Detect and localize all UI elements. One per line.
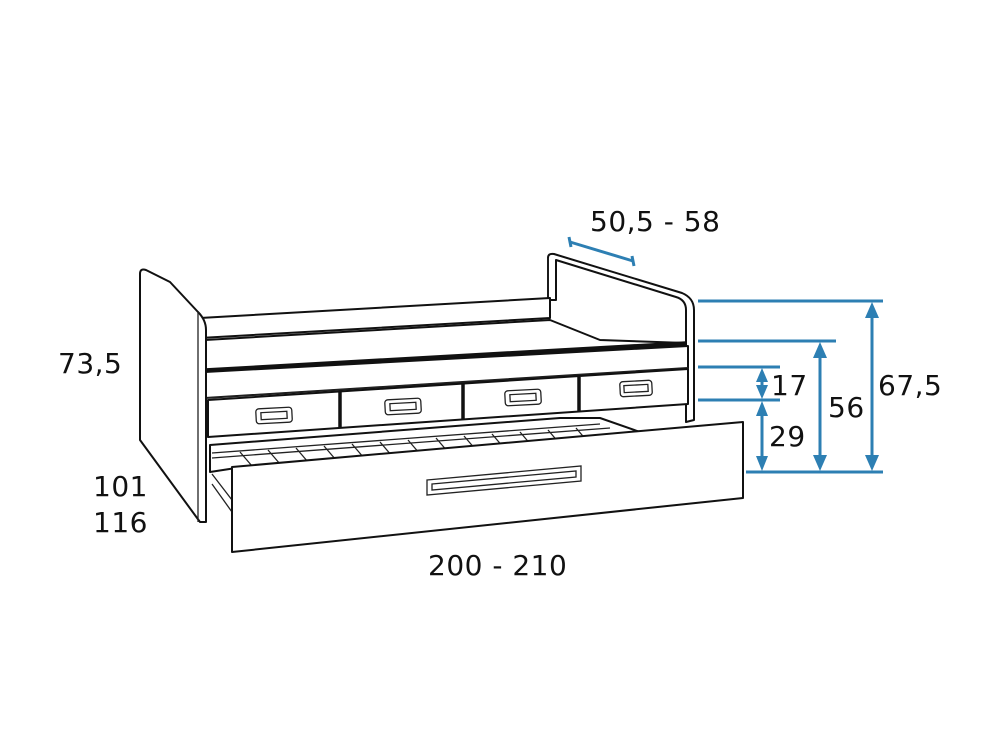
- drawer-row: [207, 368, 689, 438]
- drawer-handle-3: [504, 388, 542, 407]
- depth-label: 50,5 - 58: [590, 205, 721, 238]
- right-headboard: [547, 252, 695, 423]
- side-height-label: 73,5: [58, 347, 123, 380]
- drawer-handle-2: [384, 397, 422, 416]
- drawer-handle-1: [255, 406, 293, 425]
- width-a-label: 101: [93, 470, 148, 503]
- trundle-front: [231, 421, 744, 553]
- trundle-height-label: 29: [769, 420, 806, 453]
- trundle-handle: [426, 465, 582, 496]
- width-b-label: 116: [93, 506, 148, 539]
- left-footboard: [139, 268, 207, 523]
- length-label: 200 - 210: [428, 549, 568, 582]
- bed-height-label: 56: [828, 391, 865, 424]
- drawer-height-label: 17: [771, 369, 808, 402]
- drawer-handle-4: [619, 379, 653, 398]
- depth-dimension-line: [567, 236, 636, 267]
- headboard-height-label: 67,5: [878, 369, 943, 402]
- height-dimensions: [698, 299, 883, 474]
